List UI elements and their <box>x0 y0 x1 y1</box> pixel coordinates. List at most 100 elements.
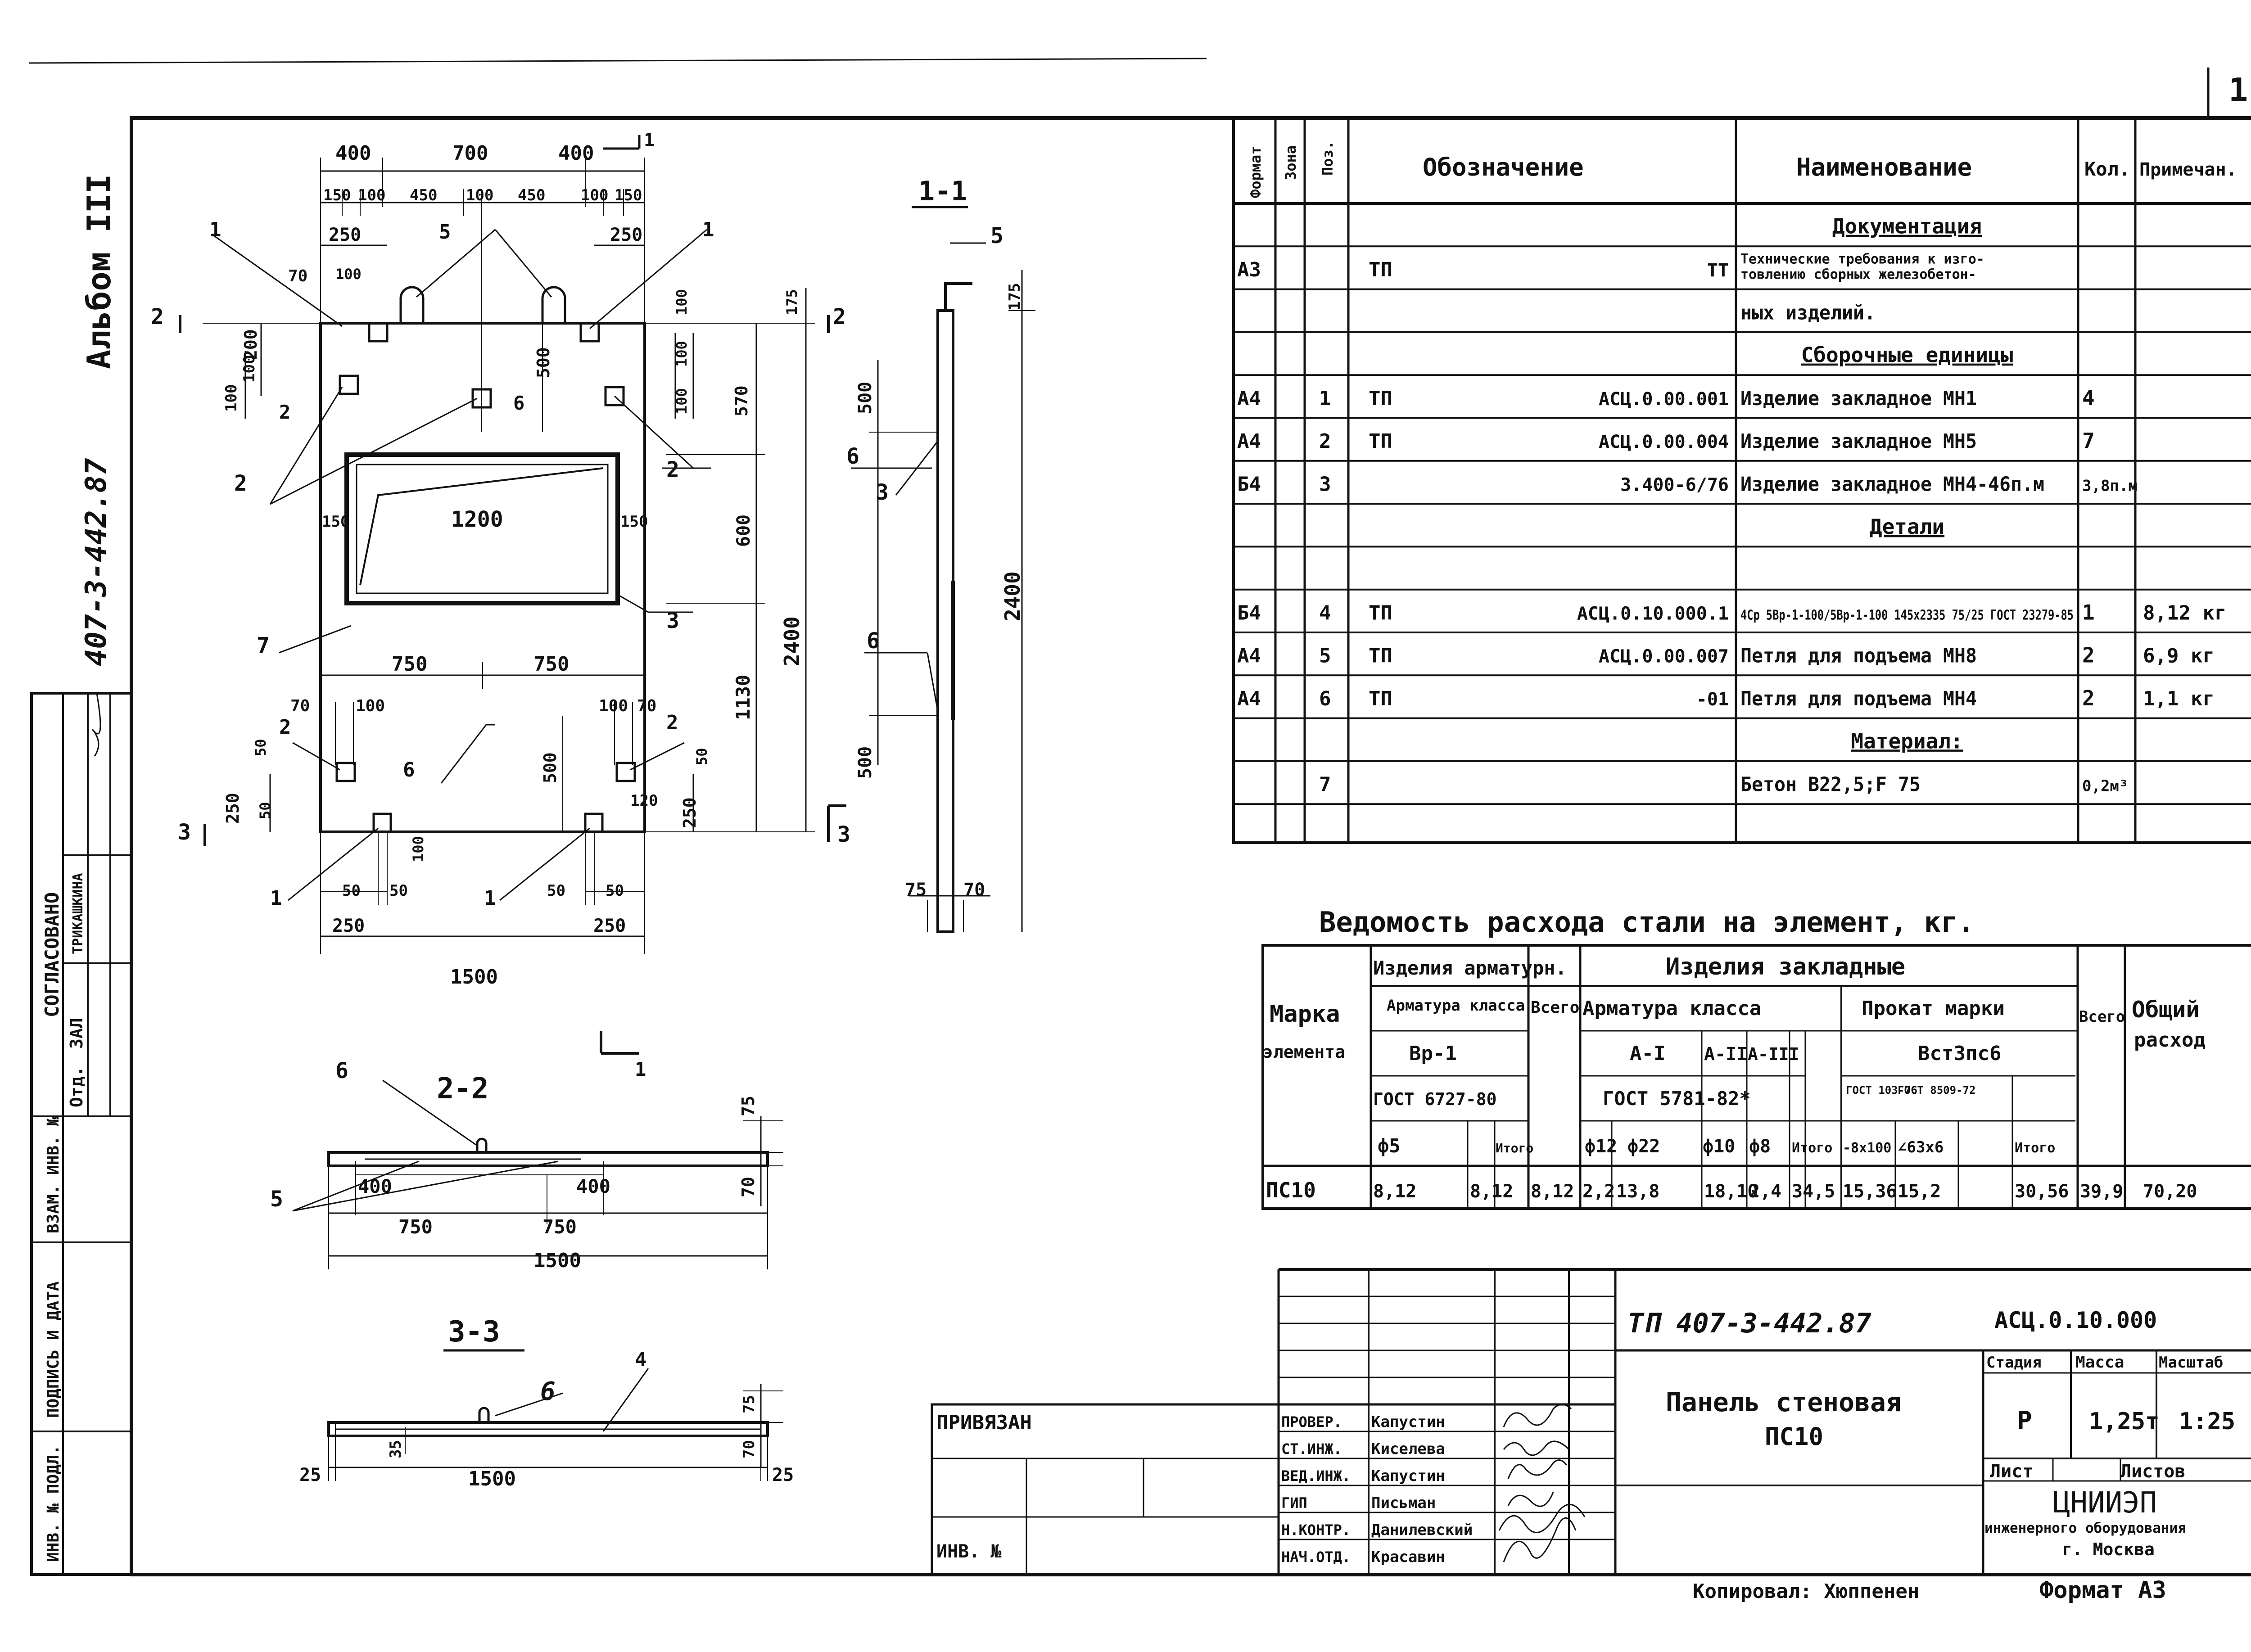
stamp-h-stadiya: Стадия <box>1986 1354 2042 1372</box>
dim-70-bl: 70 <box>290 697 310 715</box>
spec-row-obozn2: АСЦ.0.00.004 <box>1599 432 1729 452</box>
main-view <box>179 135 846 954</box>
spec-row-obozn1: ТП <box>1369 387 1392 410</box>
spec-row-prim: 6,9 кг <box>2143 645 2215 668</box>
dim-1200: 1200 <box>451 507 503 532</box>
dim-100-vert-a: 100 <box>222 384 240 412</box>
spec-row-name: Петля для подъема МН8 <box>1740 645 1977 668</box>
steel-row-cell: 8,12 <box>1470 1181 1513 1202</box>
spec-table <box>1232 117 2251 844</box>
sheet-number: 1 <box>2228 71 2248 109</box>
steel-h-itogo2: Итого <box>1792 1140 1832 1156</box>
s33-dim-70: 70 <box>740 1440 758 1458</box>
window-opening <box>344 452 620 605</box>
stamp-name: Капустин <box>1371 1467 1445 1485</box>
spec-row-pos: 5 <box>1319 645 1331 668</box>
steel-h-rashod: расход <box>2134 1029 2206 1052</box>
dim-250-right: 250 <box>610 225 642 245</box>
dim-250-br: 250 <box>593 916 626 936</box>
spec-row-format: А4 <box>1237 430 1261 453</box>
spec-row-obozn2: -01 <box>1696 689 1729 710</box>
section-3-3 <box>327 1349 783 1481</box>
steel-table: Ведомость расхода стали на элемент, кг. <box>1261 906 2251 1210</box>
project-code-vertical: 407-3-442.87 <box>80 458 113 666</box>
spec-row-obozn1: ТП <box>1369 601 1392 624</box>
steel-h-phi12: ф12 <box>1585 1136 1617 1157</box>
stamp-role: Н.КОНТР. <box>1281 1521 1351 1539</box>
steel-row-cell: 70,20 <box>2143 1181 2197 1202</box>
label-6a: 2 <box>279 401 290 423</box>
spec-row-heading: Сборочные единицы <box>1801 343 2013 367</box>
svg-text:7: 7 <box>257 633 270 658</box>
spec-row-format: А4 <box>1237 687 1261 710</box>
steel-h-elementa: элемента <box>1263 1042 1345 1062</box>
dim-100-bottom: 100 <box>410 836 427 862</box>
section-1-1-title: 1-1 <box>918 176 967 207</box>
dim-100-vert-d: 100 <box>673 341 690 367</box>
stamp-org3: г. Москва <box>2062 1539 2155 1559</box>
steel-h-obshiy: Общий <box>2132 997 2200 1023</box>
spec-row-kol: 2 <box>2082 643 2095 668</box>
spec-row-kol: 7 <box>2082 429 2095 453</box>
stamp-massa: 1,25т <box>2089 1408 2160 1435</box>
steel-h-vst3: Вст3пс6 <box>1918 1042 2001 1065</box>
steel-row-cell: 2,4 <box>1749 1181 1781 1202</box>
spec-h-zone: Зона <box>1282 145 1299 180</box>
steel-h-itogo1: Итого <box>1496 1141 1533 1155</box>
spec-headers: Формат Зона Поз. Обозначение Наименовани… <box>1247 141 2237 198</box>
steel-h-zakl: Изделия закладные <box>1666 953 1905 980</box>
stamp-kopiroval: Копировал: Хюппенен <box>1693 1580 1919 1603</box>
stamp-title2: ПС10 <box>1765 1422 1823 1451</box>
spec-row-obozn1: ТП <box>1369 430 1392 453</box>
svg-text:2: 2 <box>666 711 678 734</box>
dim-100-a: 100 <box>358 186 385 204</box>
steel-h-gost5781: ГОСТ 5781-82* <box>1603 1088 1751 1110</box>
svg-text:1: 1 <box>702 218 714 241</box>
spec-row-pos: 6 <box>1319 687 1331 710</box>
spec-row-heading: Детали <box>1870 515 1944 539</box>
dim-120: 120 <box>630 792 658 810</box>
panel-outline <box>319 322 646 833</box>
dim-50-c: 50 <box>693 748 710 765</box>
spec-row-kol: 4 <box>2082 386 2095 410</box>
stamp-name: Капустин <box>1371 1413 1445 1431</box>
spec-row-obozn2: 3.400-6/76 <box>1620 475 1729 496</box>
stamp-masshtab: 1:25 <box>2179 1408 2235 1435</box>
steel-h-marka: Марка <box>1270 1001 1340 1028</box>
s33-dim-25-left: 25 <box>299 1465 321 1485</box>
s22-label-5: 5 <box>270 1187 283 1212</box>
title-block-texts: ПРИВЯЗАН ИНВ. № ПРОВЕР.КапустинСТ.ИНЖ.Ки… <box>936 1307 2235 1604</box>
stamp-h-listov: Листов <box>2120 1461 2186 1482</box>
spec-row-name: Изделие закладное МН4-46п.м <box>1740 473 2044 496</box>
steel-h-phi22: ф22 <box>1627 1136 1660 1157</box>
inv-podl-label: ИНВ. № ПОДЛ. <box>44 1445 63 1562</box>
spec-row-obozn1: ТП <box>1369 258 1392 281</box>
dim-450-a: 450 <box>410 186 437 204</box>
dim-50-e: 50 <box>389 882 408 900</box>
steel-row-cell: 15,36 <box>1843 1181 1897 1202</box>
stamp-inv-no: ИНВ. № <box>936 1541 1002 1562</box>
dim-100-bl: 100 <box>356 697 385 715</box>
svg-text:2: 2 <box>151 304 164 329</box>
steel-h-a2: А-II <box>1704 1044 1747 1065</box>
vzam-inv-label: ВЗАМ. ИНВ. № <box>44 1116 63 1233</box>
left-margin: Альбом III 407-3-442.87 СОГЛАСОВАНО Отд.… <box>30 174 133 1576</box>
dim-570: 570 <box>732 385 751 416</box>
s22-dim-750-right: 750 <box>542 1216 577 1238</box>
stamp-h-masshtab: Масштаб <box>2159 1354 2223 1372</box>
s11-label-5: 5 <box>990 223 1003 248</box>
dim-250-c: 250 <box>680 797 700 828</box>
dim-175: 175 <box>783 289 800 315</box>
stamp-format: Формат А3 <box>2039 1577 2166 1604</box>
svg-text:3: 3 <box>837 822 850 847</box>
section-3-3-labels: 3-3 6 4 35 1500 25 25 75 70 <box>299 1315 794 1490</box>
spec-h-oboznachenie: Обозначение <box>1423 153 1584 181</box>
spec-h-format: Формат <box>1247 146 1264 198</box>
main-view-labels: 400 700 400 1 150 100 450 100 450 100 15… <box>151 130 850 988</box>
steel-row-cell: 13,8 <box>1616 1181 1659 1202</box>
otd-label: Отд. <box>67 1066 86 1107</box>
stamp-h-list: Лист <box>1990 1461 2033 1482</box>
stamp-name: Данилевский <box>1371 1521 1473 1539</box>
stamp-role: ГИП <box>1281 1494 1307 1512</box>
spec-row-obozn2: АСЦ.0.00.007 <box>1599 646 1729 667</box>
